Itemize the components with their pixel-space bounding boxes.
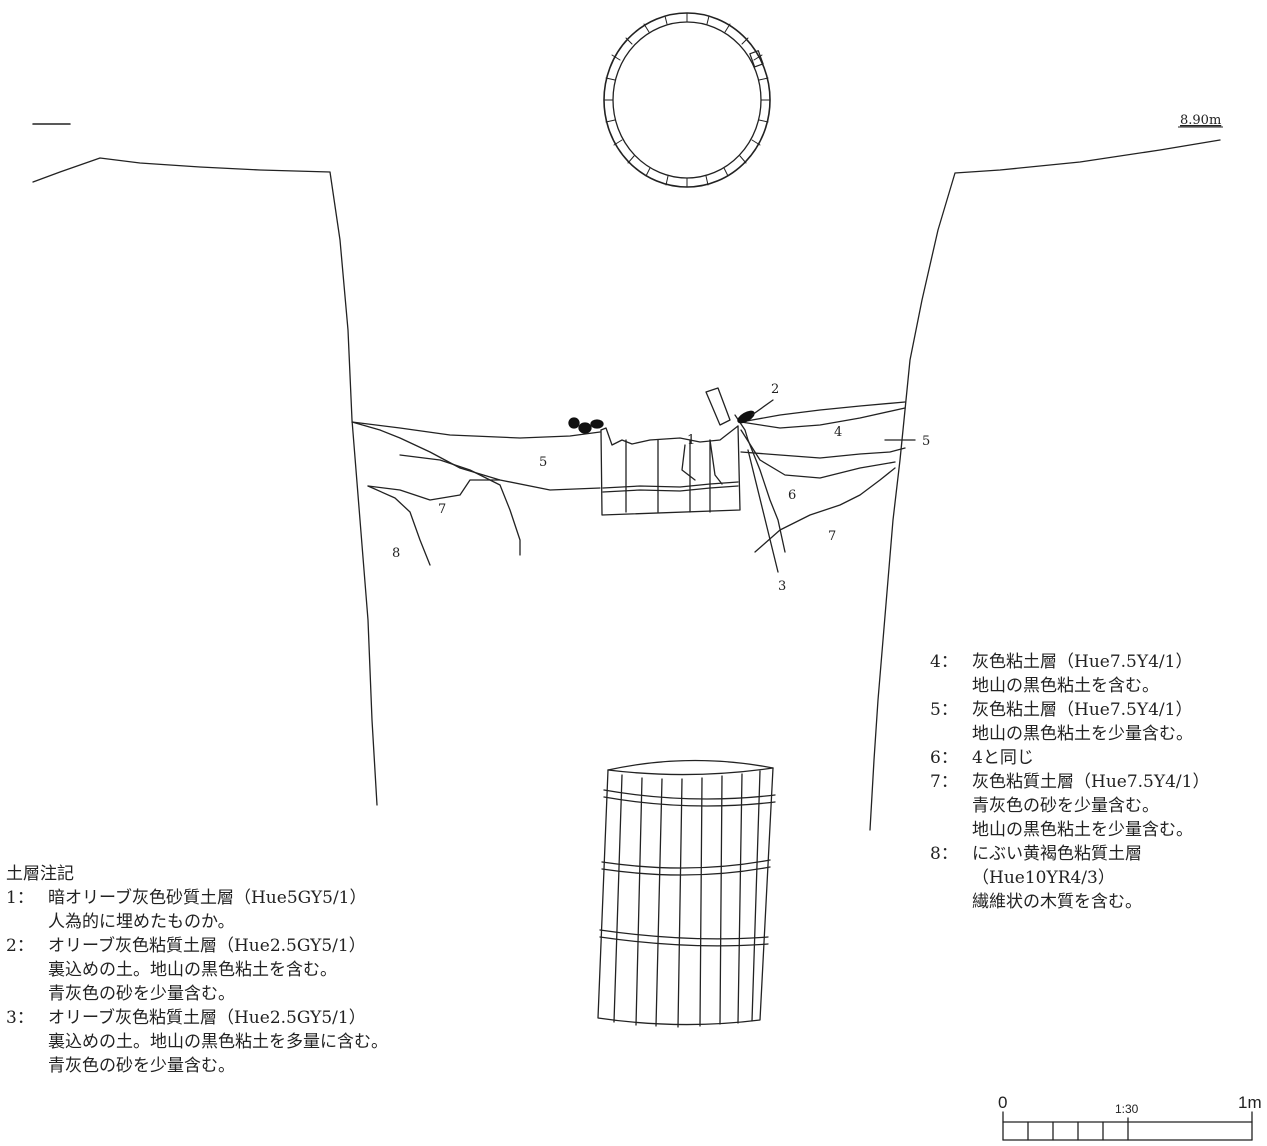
layer-label-7b: 7 bbox=[828, 529, 836, 544]
note-layer-name: 灰色粘質土層（Hue7.5Y4/1） bbox=[972, 772, 1210, 792]
note-description: （Hue10YR4/3） bbox=[972, 868, 1115, 888]
note-layer-name: 暗オリーブ灰色砂質土層（Hue5GY5/1） bbox=[48, 888, 367, 908]
scale-bar bbox=[1002, 1111, 1253, 1141]
note-number: 4： bbox=[930, 652, 958, 672]
note-description: 青灰色の砂を少量含む。 bbox=[972, 796, 1159, 816]
note-layer-name: オリーブ灰色粘質土層（Hue2.5GY5/1） bbox=[48, 1008, 366, 1028]
layer-label-6: 6 bbox=[788, 488, 796, 503]
soil-notes-right: 4： 灰色粘土層（Hue7.5Y4/1） 地山の黒色粘土を含む。 5： 灰色粘土層（Hu… bbox=[930, 650, 1209, 914]
layer-label-1: 1 bbox=[687, 433, 695, 448]
note-layer-name: 灰色粘土層（Hue7.5Y4/1） bbox=[972, 700, 1193, 720]
layer-label-3: 3 bbox=[778, 579, 786, 594]
scale-end: 1m bbox=[1238, 1093, 1262, 1112]
note-number: 2： bbox=[6, 936, 34, 956]
soil-notes-left: 土層注記 1： 暗オリーブ灰色砂質土層（Hue5GY5/1） 人為的に埋めたものか。… bbox=[6, 862, 388, 1078]
layer-label-5b: 5 bbox=[922, 434, 930, 449]
note-description: 裏込めの土。地山の黒色粘土を多量に含む。 bbox=[48, 1032, 388, 1052]
note-description: 青灰色の砂を少量含む。 bbox=[48, 984, 235, 1004]
pit-outline-left bbox=[32, 157, 378, 806]
note-item: 6： 4と同じ bbox=[930, 746, 1209, 770]
note-number: 1： bbox=[6, 888, 34, 908]
note-layer-name: 4と同じ bbox=[972, 748, 1034, 768]
layer-label-8: 8 bbox=[392, 546, 400, 561]
note-item: 8： にぶい黄褐色粘質土層 bbox=[930, 842, 1209, 866]
layer-label-5a: 5 bbox=[539, 455, 547, 470]
barrel-section bbox=[600, 387, 749, 516]
note-description: 人為的に埋めたものか。 bbox=[48, 912, 235, 932]
note-item: 1： 暗オリーブ灰色砂質土層（Hue5GY5/1） bbox=[6, 886, 388, 910]
layer-label-2: 2 bbox=[771, 382, 779, 397]
note-item: 5： 灰色粘土層（Hue7.5Y4/1） bbox=[930, 698, 1209, 722]
plan-view-well bbox=[603, 12, 771, 188]
elevation-label: 8.90m bbox=[1180, 113, 1221, 128]
note-number: 5： bbox=[930, 700, 958, 720]
layer-label-4: 4 bbox=[834, 425, 842, 440]
note-description: 青灰色の砂を少量含む。 bbox=[48, 1056, 235, 1076]
note-item: 3： オリーブ灰色粘質土層（Hue2.5GY5/1） bbox=[6, 1006, 388, 1030]
note-number: 8： bbox=[930, 844, 958, 864]
notes-title: 土層注記 bbox=[6, 864, 74, 884]
scale-start: 0 bbox=[998, 1093, 1007, 1112]
note-layer-name: 灰色粘土層（Hue7.5Y4/1） bbox=[972, 652, 1193, 672]
note-item: 4： 灰色粘土層（Hue7.5Y4/1） bbox=[930, 650, 1209, 674]
note-number: 3： bbox=[6, 1008, 34, 1028]
note-item: 2： オリーブ灰色粘質土層（Hue2.5GY5/1） bbox=[6, 934, 388, 958]
note-description: 裏込めの土。地山の黒色粘土を含む。 bbox=[48, 960, 337, 980]
note-item: 7： 灰色粘質土層（Hue7.5Y4/1） bbox=[930, 770, 1209, 794]
note-description: 地山の黒色粘土を少量含む。 bbox=[972, 820, 1193, 840]
note-number: 7： bbox=[930, 772, 958, 792]
note-description: 繊維状の木質を含む。 bbox=[972, 892, 1142, 912]
barrel-elevation bbox=[597, 759, 776, 1028]
note-layer-name: にぶい黄褐色粘質土層 bbox=[972, 844, 1142, 864]
note-number: 6： bbox=[930, 748, 958, 768]
note-layer-name: オリーブ灰色粘質土層（Hue2.5GY5/1） bbox=[48, 936, 366, 956]
note-description: 地山の黒色粘土を少量含む。 bbox=[972, 724, 1193, 744]
note-description: 地山の黒色粘土を含む。 bbox=[972, 676, 1159, 696]
layer-label-7a: 7 bbox=[438, 502, 446, 517]
scale-ratio: 1:30 bbox=[1115, 1102, 1139, 1116]
